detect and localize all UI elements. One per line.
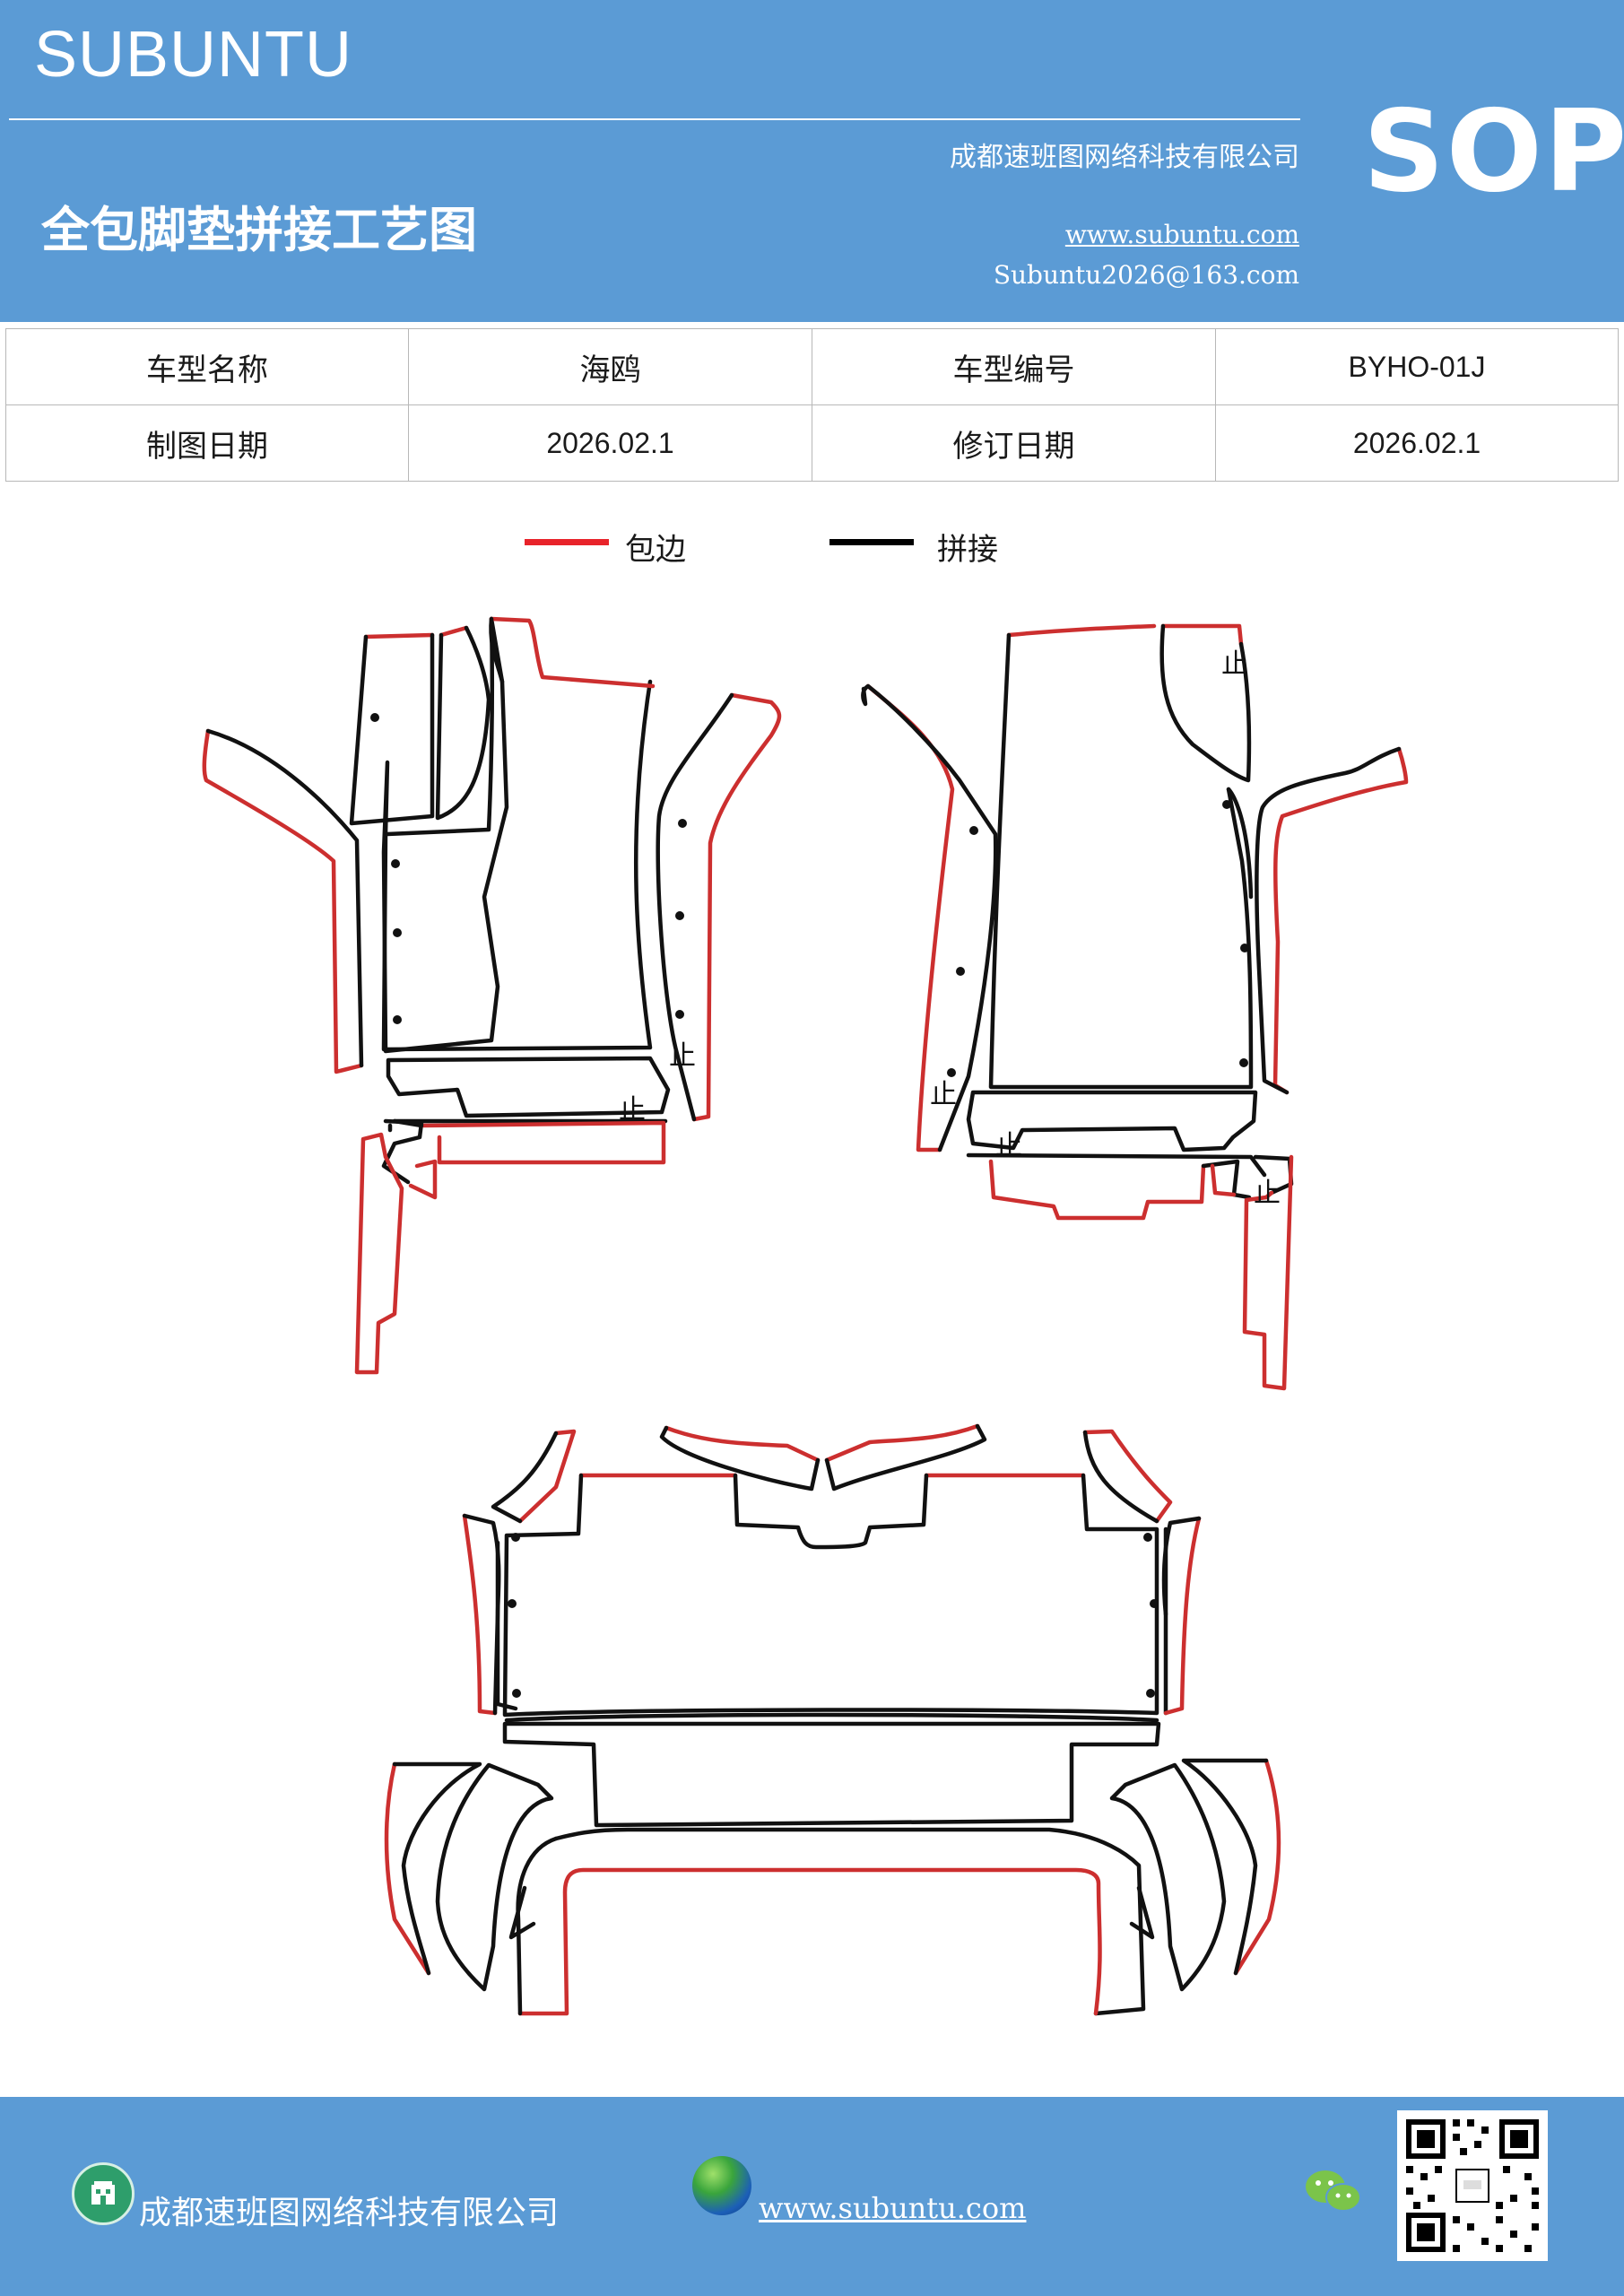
model-name-label: 车型名称 <box>5 328 409 405</box>
globe-icon <box>692 2156 751 2215</box>
stop-mark: 止 <box>930 1079 957 1110</box>
header-band: SUBUNTU 成都速班图网络科技有限公司 全包脚垫拼接工艺图 www.subu… <box>0 0 1624 322</box>
header-website-link[interactable]: www.subuntu.com <box>1064 220 1299 249</box>
model-code-label: 车型编号 <box>812 328 1216 405</box>
legend-edge-swatch <box>525 539 609 545</box>
draw-date-value: 2026.02.1 <box>408 404 812 482</box>
stop-mark: 止 <box>1221 648 1248 680</box>
building-icon <box>72 2162 135 2225</box>
vehicle-info-table: 车型名称 海鸥 车型编号 BYHO-01J 制图日期 2026.02.1 修订日… <box>5 328 1619 482</box>
footer-company-name: 成都速班图网络科技有限公司 <box>139 2195 560 2231</box>
draw-date-label: 制图日期 <box>5 404 409 482</box>
revision-date-value: 2026.02.1 <box>1215 404 1619 482</box>
table-row: 制图日期 2026.02.1 修订日期 2026.02.1 <box>5 404 1619 482</box>
legend-splice-swatch <box>829 539 914 545</box>
rear-mat-group <box>384 1423 1281 2016</box>
right-front-mat-group: 止 止 止 止 <box>861 623 1409 1391</box>
table-row: 车型名称 海鸥 车型编号 BYHO-01J <box>5 328 1619 405</box>
brand-logo-text: SUBUNTU <box>34 19 353 91</box>
qr-code[interactable] <box>1397 2110 1548 2261</box>
legend-splice-label: 拼接 <box>937 532 998 568</box>
wechat-icon <box>1302 2165 1365 2219</box>
legend-edge-label: 包边 <box>625 532 686 568</box>
revision-date-label: 修订日期 <box>812 404 1216 482</box>
left-main-panel <box>381 616 509 1054</box>
stop-mark: 止 <box>669 1040 696 1072</box>
document-title: 全包脚垫拼接工艺图 <box>41 201 477 258</box>
model-code-value: BYHO-01J <box>1215 328 1619 405</box>
header-divider <box>9 118 1300 120</box>
header-company-name: 成都速班图网络科技有限公司 <box>950 142 1299 173</box>
model-name-value: 海鸥 <box>408 328 812 405</box>
header-email: Subuntu2026@163.com <box>993 260 1299 290</box>
stop-mark: 止 <box>1254 1178 1281 1209</box>
footer-website-link[interactable]: www.subuntu.com <box>759 2191 1027 2225</box>
stop-mark: 止 <box>995 1130 1022 1161</box>
stop-mark: 止 <box>619 1094 646 1126</box>
left-front-mat-group: 止 止 <box>202 616 782 1375</box>
floor-mat-splice-diagram: .k { fill:none; stroke:#111111; stroke-w… <box>202 616 1409 2016</box>
sop-badge: SOP <box>1363 85 1624 217</box>
